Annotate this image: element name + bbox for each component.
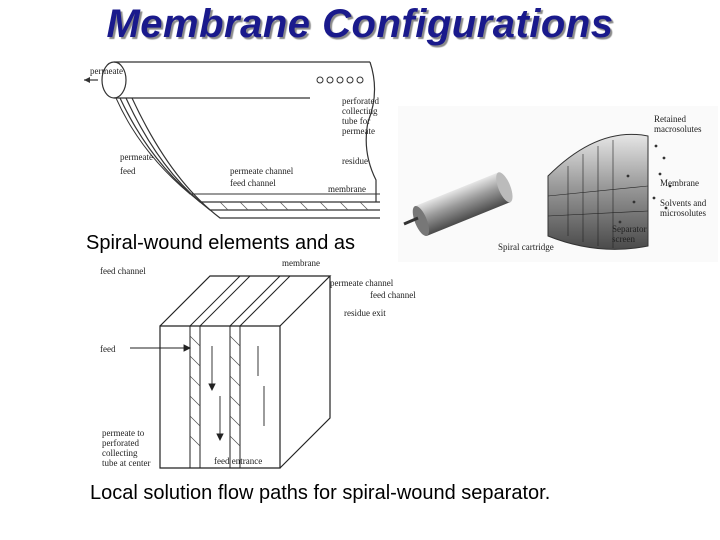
label-permeate-low: permeate	[120, 152, 153, 162]
label-solvents: Solvents and	[660, 198, 707, 208]
label-collecting-bottom: collecting	[102, 448, 138, 458]
label-feed-bottom: feed	[100, 344, 116, 354]
label-tube-for: tube for	[342, 116, 370, 126]
slide-title: Membrane Configurations	[106, 2, 614, 46]
label-permeate-channel-bottom: permeate channel	[330, 278, 394, 288]
label-microsolutes: microsolutes	[660, 208, 706, 218]
label-permeate-channel: permeate channel	[230, 166, 294, 176]
label-feed-channel-top: feed channel	[100, 266, 146, 276]
spiral-wound-schematic: permeate perforated collecting tube for …	[80, 52, 392, 230]
label-screen: screen	[612, 234, 635, 244]
label-retained: Retained	[654, 114, 686, 124]
label-permeate-to: permeate to	[102, 428, 145, 438]
label-spiral-cartridge: Spiral cartridge	[498, 242, 554, 252]
caption-flow-paths: Local solution flow paths for spiral-wou…	[90, 482, 551, 504]
label-feed-channel-right: feed channel	[370, 290, 416, 300]
label-collecting: collecting	[342, 106, 378, 116]
label-macrosolutes: macrosolutes	[654, 124, 702, 134]
label-feed-channel: feed channel	[230, 178, 276, 188]
label-residue: residue	[342, 156, 368, 166]
caption-spiral-wound: Spiral-wound elements and as	[86, 232, 356, 254]
label-membrane-right: Membrane	[660, 178, 699, 188]
label-separator: Separator	[612, 224, 646, 234]
label-feed-entrance: feed entrance	[214, 456, 262, 466]
label-membrane: membrane	[328, 184, 366, 194]
label-residue-exit: residue exit	[344, 308, 386, 318]
label-tube-at-center: tube at center	[102, 458, 150, 468]
label-feed: feed	[120, 166, 136, 176]
flow-path-diagram: feed channel membrane permeate channel f…	[100, 256, 440, 474]
label-perforated-bottom: perforated	[102, 438, 139, 448]
spiral-cartridge-figure: Retained macrosolutes Membrane Solvents …	[398, 106, 718, 262]
label-perforated: perforated	[342, 96, 379, 106]
label-permeate: permeate	[90, 66, 123, 76]
label-membrane-bottom: membrane	[282, 258, 320, 268]
label-permeate-tube: permeate	[342, 126, 375, 136]
